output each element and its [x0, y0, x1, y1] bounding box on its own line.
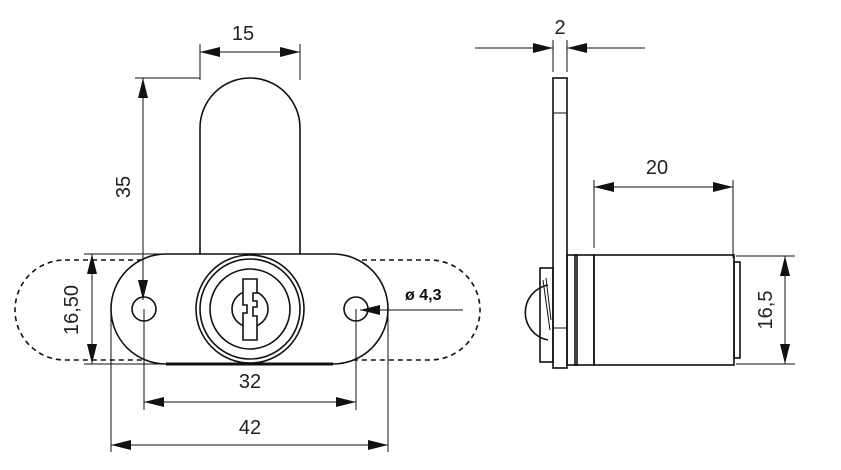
dim-cam-thickness: 2: [554, 17, 565, 39]
cylinder-body: [593, 254, 735, 366]
dim-cam-width: 15: [232, 23, 254, 45]
keyway-icon: [242, 278, 258, 341]
dim-body-diameter: 16,5: [755, 291, 777, 330]
dim-plate-height: 16,50: [61, 285, 83, 335]
cylinder-rear-step: [733, 261, 741, 359]
cylinder-face: [209, 268, 291, 350]
cam-arm: [199, 77, 301, 254]
dim-body-length: 20: [646, 157, 668, 179]
front-view: 15 35 16,50 32 42 ø 4,3: [14, 23, 481, 452]
side-view: 2 20 16,5: [475, 17, 795, 369]
dim-hole-spacing: 32: [239, 371, 261, 393]
cam-nut: [524, 284, 549, 341]
cylinder-inner-ring: [199, 258, 301, 360]
dim-cam-height: 35: [113, 176, 135, 198]
dim-plate-width: 42: [239, 417, 261, 439]
cam-side: [552, 77, 568, 369]
dim-hole-diameter: ø 4,3: [405, 287, 442, 304]
thread-hatching: [542, 277, 552, 331]
cylinder-outer-ring: [195, 254, 305, 364]
cylinder-flange: [574, 254, 595, 366]
nut-washer: [539, 267, 554, 363]
cylinder-collar: [566, 254, 578, 366]
